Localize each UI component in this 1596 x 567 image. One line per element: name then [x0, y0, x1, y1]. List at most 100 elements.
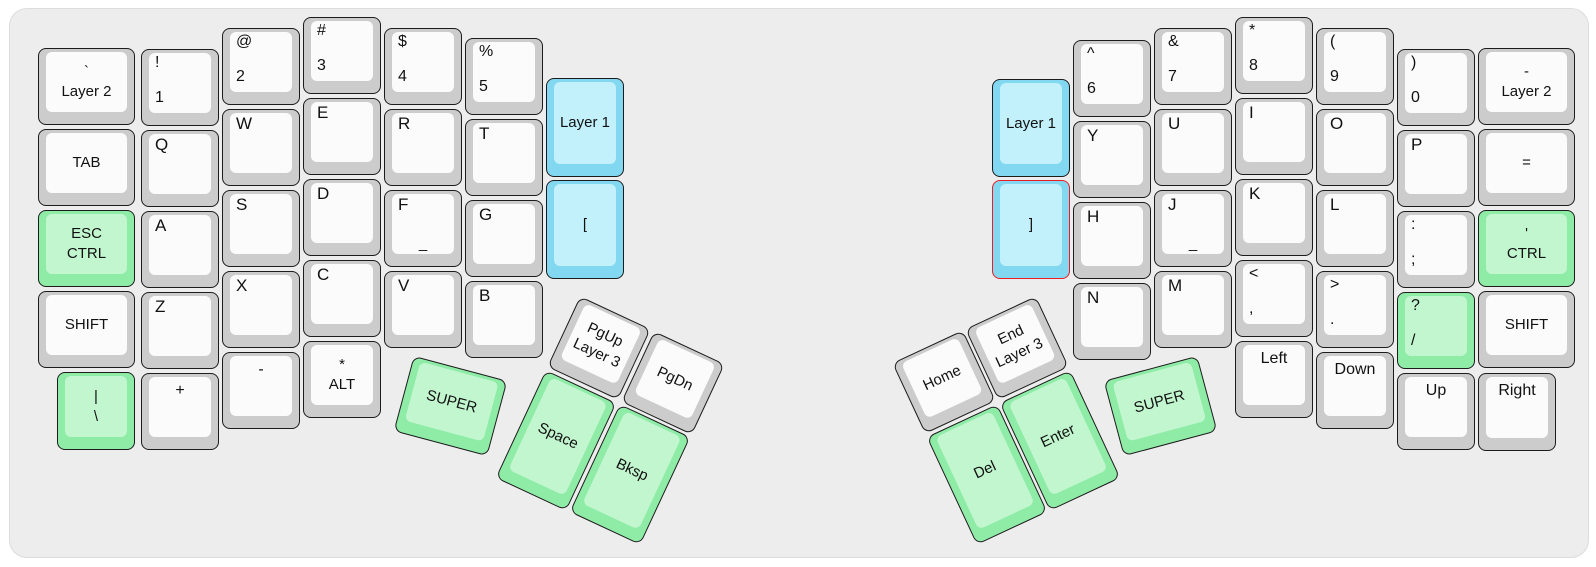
key-top: J_: [1162, 194, 1224, 254]
key-legend: ESC: [71, 225, 102, 242]
key-shift-left[interactable]: SHIFT: [38, 291, 135, 368]
key-quote-ctrl[interactable]: 'CTRL: [1478, 210, 1575, 287]
key-top: B: [473, 285, 535, 345]
key-legend: U: [1168, 114, 1181, 133]
key-legend: Space: [535, 418, 581, 453]
key-1[interactable]: !1: [141, 49, 219, 126]
key-minus[interactable]: -: [222, 352, 300, 429]
key-tab[interactable]: TAB: [38, 129, 135, 206]
key-legend: @: [236, 33, 253, 50]
key-j[interactable]: J_: [1154, 190, 1232, 267]
key-c[interactable]: C: [303, 260, 381, 337]
key-shift-right[interactable]: SHIFT: [1478, 291, 1575, 368]
key-star-alt[interactable]: *ALT: [303, 341, 381, 418]
key-b[interactable]: B: [465, 281, 543, 358]
key-top: G: [473, 204, 535, 264]
key-legend: F: [398, 195, 409, 214]
key-top: +: [149, 377, 211, 437]
key-plus[interactable]: +: [141, 373, 219, 450]
key-legend: N: [1087, 288, 1100, 307]
key-pipe-backslash[interactable]: |\: [57, 372, 135, 450]
key-legend: ;: [1411, 251, 1416, 268]
key-o[interactable]: O: [1316, 109, 1394, 186]
key-equals[interactable]: =: [1478, 129, 1575, 206]
key-top: )0: [1405, 53, 1467, 113]
key-x[interactable]: X: [222, 271, 300, 348]
key-8[interactable]: *8: [1235, 17, 1313, 94]
key-top: [: [554, 184, 616, 266]
key-legend: C: [317, 265, 330, 284]
key-legend: B: [479, 286, 491, 305]
key-t[interactable]: T: [465, 119, 543, 196]
key-legend: #: [317, 22, 326, 39]
key-left[interactable]: Left: [1235, 341, 1313, 418]
key-d[interactable]: D: [303, 179, 381, 256]
key-v[interactable]: V: [384, 271, 462, 348]
key-rbracket[interactable]: ]: [992, 180, 1070, 279]
key-legend: >: [1330, 276, 1340, 293]
key-a[interactable]: A: [141, 211, 219, 288]
key-legend: -: [1524, 63, 1529, 80]
key-s[interactable]: S: [222, 190, 300, 267]
key-layer1-left[interactable]: Layer 1: [546, 78, 624, 177]
key-right[interactable]: Right: [1478, 373, 1556, 451]
key-m[interactable]: M: [1154, 271, 1232, 348]
key-legend: X: [236, 276, 248, 295]
key-minus-layer2[interactable]: -Layer 2: [1478, 48, 1575, 125]
key-slash[interactable]: ?/: [1397, 292, 1475, 369]
key-period[interactable]: >.: [1316, 271, 1394, 348]
key-layer1-right[interactable]: Layer 1: [992, 79, 1070, 177]
key-legend: Enter: [1038, 420, 1078, 451]
key-l[interactable]: L: [1316, 190, 1394, 267]
key-comma[interactable]: <,: [1235, 260, 1313, 337]
key-top: ]: [1000, 184, 1062, 266]
key-i[interactable]: I: [1235, 98, 1313, 175]
key-0[interactable]: )0: [1397, 49, 1475, 126]
key-h[interactable]: H: [1073, 202, 1151, 279]
key-grave-layer2[interactable]: `Layer 2: [38, 48, 135, 125]
key-down[interactable]: Down: [1316, 352, 1394, 429]
key-top: SHIFT: [46, 295, 127, 355]
key-top: ?/: [1405, 296, 1467, 356]
key-legend: *: [339, 356, 345, 373]
key-3[interactable]: #3: [303, 17, 381, 94]
key-lbracket[interactable]: [: [546, 180, 624, 279]
key-9[interactable]: (9: [1316, 28, 1394, 105]
key-2[interactable]: @2: [222, 28, 300, 105]
key-up[interactable]: Up: [1397, 373, 1475, 450]
key-4[interactable]: $4: [384, 28, 462, 105]
key-top: >.: [1324, 275, 1386, 335]
key-7[interactable]: &7: [1154, 28, 1232, 105]
key-legend: R: [398, 114, 411, 133]
key-q[interactable]: Q: [141, 130, 219, 207]
key-legend: Y: [1087, 126, 1099, 145]
key-semicolon[interactable]: :;: [1397, 211, 1475, 288]
key-legend: Up: [1425, 382, 1447, 399]
key-top: #3: [311, 21, 373, 81]
key-legend: V: [398, 276, 410, 295]
key-legend: SUPER: [424, 386, 479, 417]
key-legend: 9: [1330, 68, 1339, 85]
key-u[interactable]: U: [1154, 109, 1232, 186]
key-y[interactable]: Y: [1073, 121, 1151, 198]
key-z[interactable]: Z: [141, 292, 219, 369]
key-k[interactable]: K: [1235, 179, 1313, 256]
key-r[interactable]: R: [384, 109, 462, 186]
key-legend: ?: [1411, 297, 1420, 314]
key-p[interactable]: P: [1397, 130, 1475, 207]
key-legend: Z: [155, 297, 166, 316]
key-6[interactable]: ^6: [1073, 40, 1151, 117]
key-w[interactable]: W: [222, 109, 300, 186]
key-g[interactable]: G: [465, 200, 543, 277]
key-f[interactable]: F_: [384, 190, 462, 267]
key-5[interactable]: %5: [465, 38, 543, 115]
key-top: SUPER: [1111, 361, 1206, 442]
key-e[interactable]: E: [303, 98, 381, 175]
key-legend: 3: [317, 57, 326, 74]
key-n[interactable]: N: [1073, 283, 1151, 360]
key-legend: 6: [1087, 80, 1096, 97]
key-top: %5: [473, 42, 535, 102]
key-legend: _: [1188, 235, 1198, 252]
